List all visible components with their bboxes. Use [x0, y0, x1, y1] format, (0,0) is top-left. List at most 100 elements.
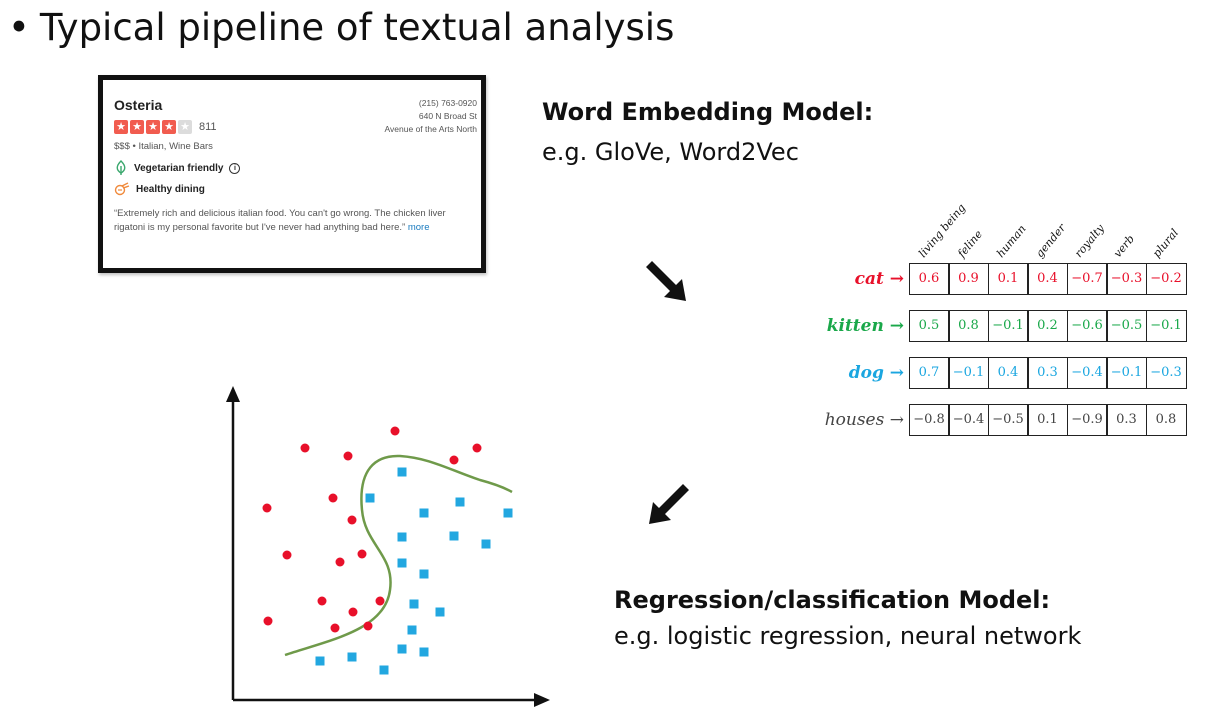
embedding-cell: −0.4 [948, 404, 989, 436]
regression-example: e.g. logistic regression, neural network [614, 622, 1082, 650]
red-point [347, 515, 357, 525]
healthy-dining-icon [114, 182, 130, 196]
blue-class-points [315, 467, 513, 675]
embedding-cell: −0.1 [948, 357, 989, 389]
embedding-cell: 0.5 [908, 310, 950, 342]
row-label: houses → [784, 410, 904, 430]
review-quote: “Extremely rich and delicious italian fo… [114, 207, 479, 235]
address-line1: 640 N Broad St [418, 111, 477, 121]
word-embedding-heading: Word Embedding Model: [542, 98, 874, 126]
blue-point [379, 665, 389, 675]
feature-healthy-label: Healthy dining [136, 183, 205, 195]
red-point [363, 621, 373, 631]
embedding-cell: −0.7 [1066, 263, 1108, 295]
contact-info: (215) 763-0920 640 N Broad St Avenue of … [385, 97, 477, 136]
slide-title: •Typical pipeline of textual analysis [8, 6, 674, 49]
row-label: cat → [784, 269, 904, 289]
embedding-cell: 0.8 [1145, 404, 1187, 436]
blue-point [315, 656, 325, 666]
blue-point [397, 558, 407, 568]
arrow-down-right-icon [646, 261, 686, 301]
row-arrow: → [889, 316, 904, 336]
embedding-cell: −0.5 [1106, 310, 1147, 342]
embedding-cell: −0.1 [1145, 310, 1187, 342]
embedding-cell: −0.1 [1106, 357, 1147, 389]
embedding-cell: −0.8 [908, 404, 950, 436]
embedding-cell: 0.1 [987, 263, 1029, 295]
embedding-cell: −0.4 [1066, 357, 1108, 389]
embedding-cell: 0.6 [908, 263, 950, 295]
red-point [263, 616, 273, 626]
embedding-cell: 0.4 [987, 357, 1029, 389]
star-icon: ★ [130, 120, 144, 134]
embedding-cell: 0.2 [1027, 310, 1068, 342]
embedding-cell: 0.7 [908, 357, 950, 389]
regression-heading: Regression/classification Model: [614, 586, 1051, 614]
row-label: dog → [784, 363, 904, 383]
red-point [282, 550, 292, 560]
embedding-cell: −0.3 [1145, 357, 1187, 389]
row-word: dog [848, 363, 890, 383]
star-icon: ★ [162, 120, 176, 134]
blue-point [409, 599, 419, 609]
red-point [335, 557, 345, 567]
blue-point [435, 607, 445, 617]
title-text: Typical pipeline of textual analysis [39, 6, 675, 49]
red-point [390, 426, 400, 436]
red-point [330, 623, 340, 633]
red-point [300, 443, 310, 453]
red-point [472, 443, 482, 453]
restaurant-name: Osteria [114, 97, 163, 113]
red-class-points [262, 426, 482, 633]
feature-healthy: Healthy dining [114, 182, 205, 196]
blue-point [407, 625, 417, 635]
blue-point [397, 467, 407, 477]
row-word: houses [824, 410, 890, 430]
row-arrow: → [889, 410, 904, 430]
star-icon: ★ [146, 120, 160, 134]
review-quote-text: “Extremely rich and delicious italian fo… [114, 208, 446, 233]
embedding-cell: 0.3 [1027, 357, 1068, 389]
blue-point [347, 652, 357, 662]
embedding-cell: 0.3 [1106, 404, 1147, 436]
plot-axes [226, 386, 550, 707]
embedding-cell: −0.6 [1066, 310, 1108, 342]
leaf-icon [116, 160, 126, 175]
red-point [348, 607, 358, 617]
feature-vegetarian: Vegetarian friendly i [114, 160, 241, 176]
row-word: cat [854, 269, 890, 289]
blue-point [449, 531, 459, 541]
info-icon[interactable]: i [229, 162, 241, 174]
word-embedding-example: e.g. GloVe, Word2Vec [542, 138, 799, 166]
embedding-cell: −0.2 [1145, 263, 1187, 295]
star-icon: ★ [114, 120, 128, 134]
phone-number: (215) 763-0920 [418, 98, 477, 108]
embedding-cell: 0.4 [1027, 263, 1068, 295]
blue-point [397, 532, 407, 542]
red-point [328, 493, 338, 503]
blue-point [419, 508, 429, 518]
arrow-down-left-icon [649, 484, 689, 524]
title-bullet: • [8, 6, 30, 49]
blue-point [365, 493, 375, 503]
red-point [262, 503, 272, 513]
blue-point [419, 647, 429, 657]
y-axis-arrowhead [226, 386, 240, 402]
blue-point [481, 539, 491, 549]
red-point [317, 596, 327, 606]
more-link[interactable]: more [407, 222, 430, 233]
decision-boundary [284, 454, 513, 657]
star-rating: ★★★★★ [114, 120, 192, 134]
red-point [375, 596, 385, 606]
embedding-cell: −0.9 [1066, 404, 1108, 436]
embedding-cell: −0.5 [987, 404, 1029, 436]
embedding-cell: 0.8 [948, 310, 989, 342]
blue-point [455, 497, 465, 507]
review-count: 811 [199, 121, 217, 133]
row-word: kitten [826, 316, 890, 336]
star-icon: ★ [178, 120, 192, 134]
